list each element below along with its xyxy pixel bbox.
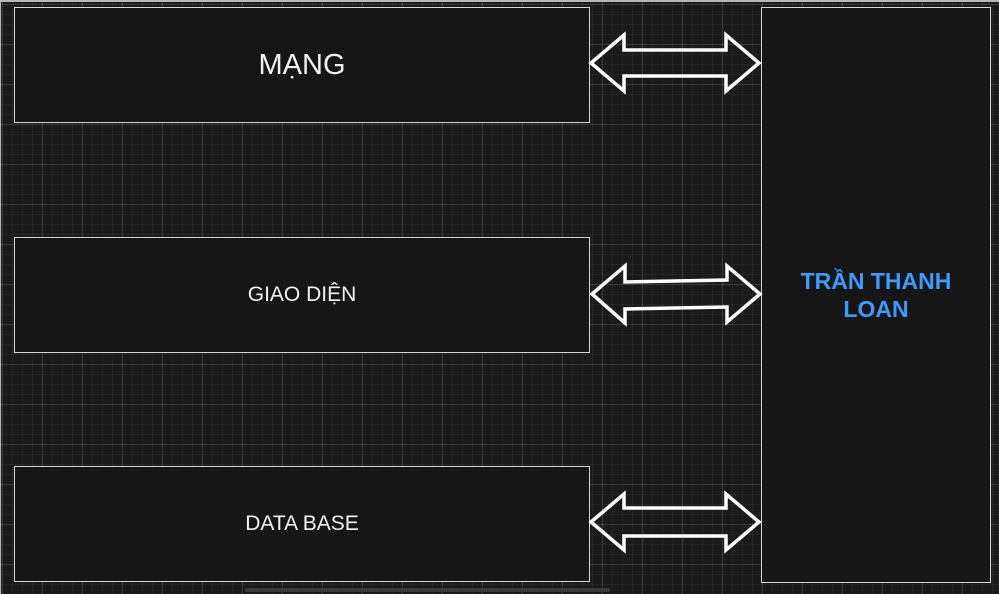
node-person[interactable]: TRẦN THANH LOAN: [761, 7, 991, 583]
node-data-base[interactable]: DATA BASE: [14, 466, 590, 582]
double-arrow-mang[interactable]: [588, 31, 762, 95]
node-data-base-label: DATA BASE: [245, 512, 359, 535]
double-arrow-data-base[interactable]: [588, 490, 762, 554]
node-giao-dien[interactable]: GIAO DIỆN: [14, 237, 590, 353]
node-person-label: TRẦN THANH LOAN: [800, 268, 952, 322]
frame-left-line: [0, 0, 1, 594]
double-arrow-giao-dien[interactable]: [589, 262, 763, 327]
node-mang-label: MẠNG: [258, 48, 346, 81]
node-mang[interactable]: MẠNG: [14, 7, 590, 123]
canvas-scrollbar[interactable]: [245, 588, 610, 592]
node-giao-dien-label: GIAO DIỆN: [247, 283, 357, 306]
frame-top-line: [0, 0, 999, 2]
